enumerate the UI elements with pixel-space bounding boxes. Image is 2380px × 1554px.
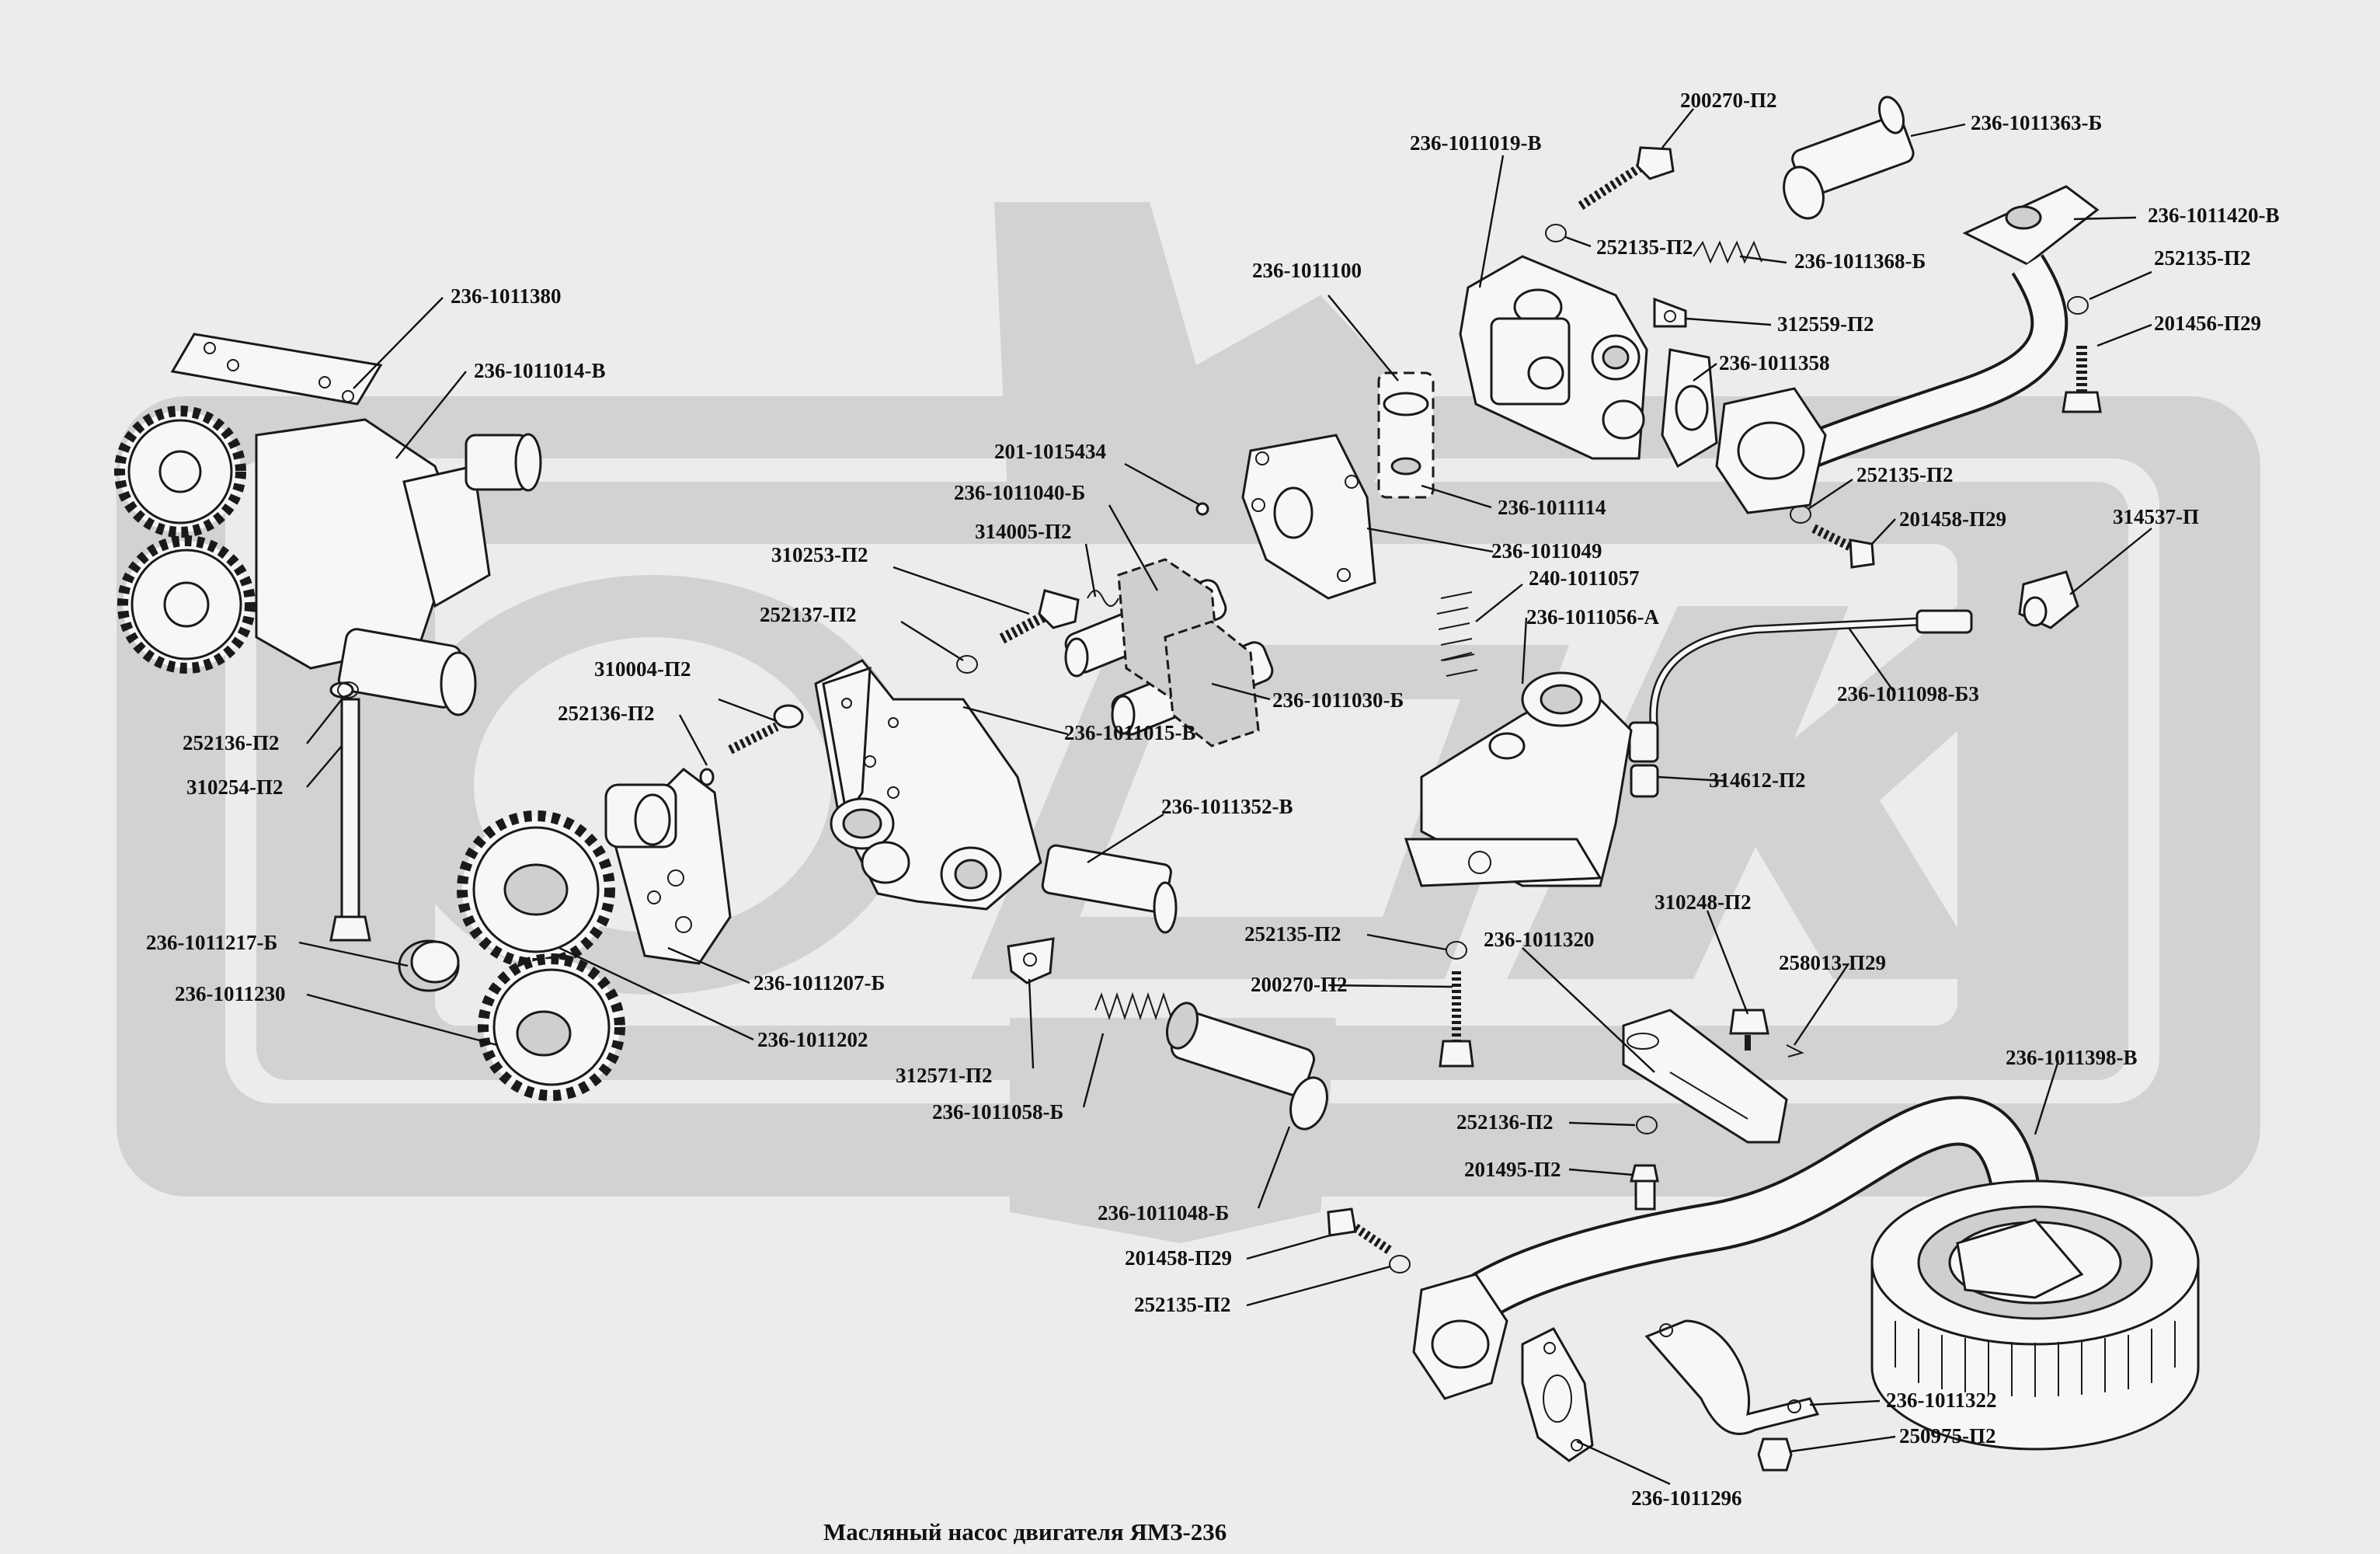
gear-set-lower [398, 768, 732, 1101]
part-label: 236-1011015-В [1064, 721, 1196, 744]
parts-drawing [114, 96, 2200, 1472]
part-label: 312571-П2 [896, 1064, 993, 1087]
part-label: 236-1011368-Б [1794, 249, 1926, 273]
small-rings [337, 224, 2089, 1274]
part-label: 236-1011363-Б [1971, 111, 2102, 134]
part-label: 236-1011100 [1252, 259, 1362, 282]
part-label: 312559-П2 [1777, 312, 1874, 336]
part-label: 236-1011030-Б [1272, 688, 1404, 712]
flange-gasket-lower [1521, 1327, 1594, 1462]
part-label: 310248-П2 [1655, 890, 1752, 914]
part-label: 310004-П2 [594, 657, 691, 681]
part-label: 250975-П2 [1899, 1424, 1996, 1448]
part-label: 252135-П2 [1856, 463, 1954, 486]
part-label: 258013-П29 [1779, 951, 1886, 974]
part-label: 310253-П2 [771, 543, 868, 566]
part-label: 236-1011230 [175, 982, 286, 1005]
diagram-title: Масляный насос двигателя ЯМЗ-236 [823, 1518, 1227, 1545]
part-label: 314612-П2 [1709, 768, 1806, 792]
part-label: 236-1011420-В [2148, 204, 2280, 227]
bolt-200270-top [1578, 146, 1675, 211]
leader-lines [298, 108, 2152, 1486]
part-label: 252135-П2 [2154, 246, 2251, 270]
part-label: 236-1011322 [1886, 1388, 1997, 1412]
part-label: 252136-П2 [1456, 1110, 1554, 1134]
part-label: 236-1011058-Б [932, 1100, 1063, 1124]
part-label: 201458-П29 [1899, 507, 2006, 531]
bolt-310253 [999, 589, 1119, 644]
rotor-gear [1377, 371, 1435, 499]
valve-housing-right [1404, 591, 1633, 887]
part-label: 236-1011056-А [1526, 605, 1659, 629]
bracket-236-1011320 [1622, 1009, 1804, 1144]
part-label: 252135-П2 [1134, 1293, 1231, 1316]
part-label: 236-1011202 [757, 1028, 868, 1051]
gear-lower-left [117, 535, 256, 674]
part-label: 236-1011296 [1631, 1486, 1742, 1510]
part-label: 201-1015434 [994, 440, 1106, 463]
part-label: 252137-П2 [760, 603, 857, 626]
bolts-right [1811, 346, 2102, 569]
part-label: 236-1011380 [451, 284, 562, 308]
suction-pipe-and-strainer [1412, 1096, 2200, 1451]
valve-spring-lower [1094, 991, 1328, 1131]
part-label: 236-1011358 [1719, 351, 1830, 375]
part-label: 252135-П2 [1244, 922, 1341, 946]
plug-fitting-top [1783, 96, 1915, 220]
clamp-236-1011322 [1644, 1319, 1820, 1472]
pump-cover-right [1459, 240, 1762, 469]
part-label: 252136-П2 [558, 702, 655, 725]
oil-line [1628, 570, 2079, 798]
part-label: 314537-П [2113, 505, 2199, 528]
part-label: 236-1011352-В [1161, 795, 1293, 818]
part-label: 314005-П2 [975, 520, 1072, 543]
part-label: 236-1011019-В [1410, 131, 1542, 155]
part-labels: 236-1011380 236-1011014-В 252136-П2 3102… [146, 89, 2280, 1510]
part-label: 236-1011207-Б [753, 971, 885, 995]
bolt-310004 [728, 704, 804, 754]
part-label: 240-1011057 [1529, 566, 1640, 590]
part-label: 252135-П2 [1596, 235, 1693, 259]
part-label: 201456-П29 [2154, 312, 2261, 335]
part-label: 236-1011320 [1484, 928, 1595, 951]
part-label: 236-1011049 [1491, 539, 1602, 563]
part-label: 236-1011048-Б [1098, 1201, 1229, 1225]
part-label: 236-1011040-Б [954, 481, 1085, 504]
part-label: 201458-П29 [1125, 1246, 1232, 1270]
part-label: 310254-П2 [186, 775, 284, 799]
part-label: 236-1011217-Б [146, 931, 277, 954]
gear-upper-left [114, 406, 246, 538]
part-label: 252136-П2 [183, 731, 280, 754]
assembled-pump-left [114, 333, 542, 942]
part-label: 200270-П2 [1680, 89, 1777, 112]
part-label: 201495-П2 [1464, 1158, 1561, 1181]
bolt-201495 [1630, 1164, 1659, 1211]
pipe-upper-right [1715, 185, 2100, 514]
gasket-plate [1241, 434, 1376, 600]
part-label: 236-1011098-Б3 [1837, 682, 1979, 706]
bolt-200270-center [1439, 971, 1474, 1068]
pump-body-center [814, 659, 1178, 984]
part-label: 200270-П2 [1251, 973, 1348, 996]
part-label: 236-1011398-В [2006, 1046, 2138, 1069]
part-label: 236-1011114 [1498, 496, 1606, 519]
bolt-201458-lower [1327, 1207, 1394, 1255]
part-label: 236-1011014-В [474, 359, 606, 382]
spring-240-1011057 [1440, 652, 1473, 661]
